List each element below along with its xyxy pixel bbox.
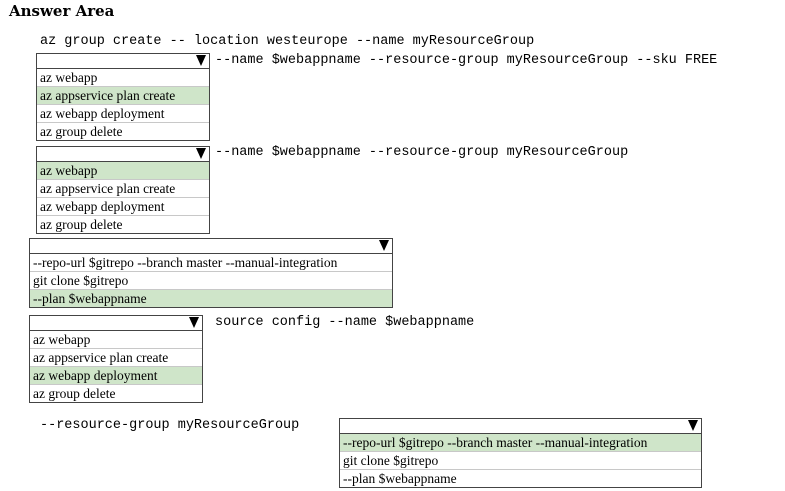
dropdown-5-option[interactable]: --plan $webappname <box>343 471 457 486</box>
dropdown-4-option[interactable]: az webapp <box>30 331 202 349</box>
dropdown-4-header[interactable] <box>30 316 202 331</box>
dropdown-1[interactable]: az webapp az appservice plan create az w… <box>36 53 210 141</box>
dropdown-5-option-selected[interactable]: --repo-url $gitrepo --branch master --ma… <box>340 434 701 452</box>
dropdown-arrow-icon[interactable] <box>379 240 389 251</box>
dropdown-3-header[interactable] <box>30 239 392 254</box>
dropdown-arrow-icon[interactable] <box>196 148 206 159</box>
dropdown-5[interactable]: --repo-url $gitrepo --branch master --ma… <box>339 418 702 488</box>
dropdown-1-option[interactable]: az webapp <box>37 69 209 87</box>
dropdown-arrow-icon[interactable] <box>688 420 698 431</box>
dropdown-4-option[interactable]: az group delete <box>33 386 116 401</box>
dropdown-4-option[interactable]: az appservice plan create <box>30 349 202 367</box>
dropdown-2-option[interactable]: az webapp deployment <box>37 198 209 216</box>
dropdown-2-option-selected[interactable]: az webapp <box>37 162 209 180</box>
dropdown-1-option[interactable]: az group delete <box>40 124 123 139</box>
code-line-plan-args: --name $webappname --resource-group myRe… <box>215 53 718 68</box>
dropdown-1-option[interactable]: az webapp deployment <box>37 105 209 123</box>
dropdown-arrow-icon[interactable] <box>189 317 199 328</box>
answer-area-heading: Answer Area <box>9 2 115 20</box>
code-line-resource-group: --resource-group myResourceGroup <box>40 418 300 433</box>
dropdown-1-option-selected[interactable]: az appservice plan create <box>37 87 209 105</box>
code-line-webapp-args: --name $webappname --resource-group myRe… <box>215 145 629 160</box>
dropdown-2-option[interactable]: az group delete <box>40 217 123 232</box>
dropdown-3-option[interactable]: --repo-url $gitrepo --branch master --ma… <box>30 254 392 272</box>
dropdown-3-option-selected[interactable]: --plan $webappname <box>30 290 392 307</box>
dropdown-4-option-selected[interactable]: az webapp deployment <box>30 367 202 385</box>
dropdown-2-header[interactable] <box>37 147 209 162</box>
dropdown-arrow-icon[interactable] <box>196 55 206 66</box>
dropdown-4[interactable]: az webapp az appservice plan create az w… <box>29 315 203 403</box>
dropdown-5-option[interactable]: git clone $gitrepo <box>340 452 701 470</box>
dropdown-5-header[interactable] <box>340 419 701 434</box>
dropdown-3[interactable]: --repo-url $gitrepo --branch master --ma… <box>29 238 393 308</box>
code-line-source-config: source config --name $webappname <box>215 315 475 330</box>
dropdown-2-option[interactable]: az appservice plan create <box>37 180 209 198</box>
dropdown-1-header[interactable] <box>37 54 209 69</box>
dropdown-2[interactable]: az webapp az appservice plan create az w… <box>36 146 210 234</box>
dropdown-3-option[interactable]: git clone $gitrepo <box>30 272 392 290</box>
code-line-group-create: az group create -- location westeurope -… <box>40 34 535 49</box>
